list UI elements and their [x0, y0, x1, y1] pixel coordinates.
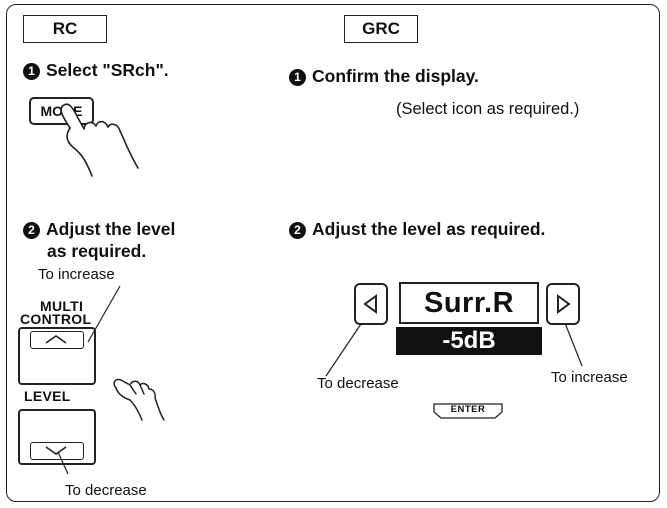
step-number-2: 2	[289, 222, 306, 239]
grc-step1-heading: 1 Confirm the display.	[289, 66, 479, 87]
hand-icon	[113, 378, 165, 421]
grc-tag: GRC	[344, 15, 418, 43]
rc-step2-heading: 2 Adjust the level	[23, 219, 175, 240]
rc-step1-text: Select "SRch".	[46, 60, 169, 80]
hand-pointer-icon	[60, 103, 139, 177]
rc-step2-line1: Adjust the level	[46, 219, 176, 239]
level-up-key[interactable]	[30, 331, 84, 349]
triangle-right-icon	[557, 294, 571, 314]
display-channel: Surr.R	[399, 282, 539, 324]
decrease-button[interactable]	[354, 283, 388, 325]
multi-label: MULTI	[40, 298, 84, 314]
grc-step1-text: Confirm the display.	[312, 66, 479, 86]
rc-increase-label: To increase	[38, 266, 115, 283]
chevron-down-icon	[45, 446, 67, 455]
rc-step2-line2: as required.	[47, 241, 147, 261]
rc-decrease-label: To decrease	[65, 482, 147, 499]
triangle-left-icon	[363, 294, 377, 314]
instruction-frame	[6, 4, 660, 502]
enter-button[interactable]: ENTER	[433, 403, 503, 419]
enter-label: ENTER	[450, 404, 486, 415]
increase-button[interactable]	[546, 283, 580, 325]
step-number-1: 1	[289, 69, 306, 86]
level-down-key[interactable]	[30, 442, 84, 460]
enter-key-shape	[433, 403, 503, 419]
rc-step1-heading: 1 Select "SRch".	[23, 60, 169, 81]
step-number-1: 1	[23, 63, 40, 80]
grc-step2-text: Adjust the level as required.	[312, 219, 546, 239]
grc-step1-note: (Select icon as required.)	[396, 100, 580, 118]
grc-decrease-label: To decrease	[317, 375, 399, 392]
display-level: -5dB	[396, 327, 542, 355]
rc-tag: RC	[23, 15, 107, 43]
control-label: CONTROL	[20, 311, 92, 327]
grc-step2-heading: 2 Adjust the level as required.	[289, 219, 545, 240]
chevron-up-icon	[45, 335, 67, 344]
step-number-2: 2	[23, 222, 40, 239]
grc-increase-label: To increase	[551, 369, 628, 386]
level-label: LEVEL	[24, 388, 71, 404]
